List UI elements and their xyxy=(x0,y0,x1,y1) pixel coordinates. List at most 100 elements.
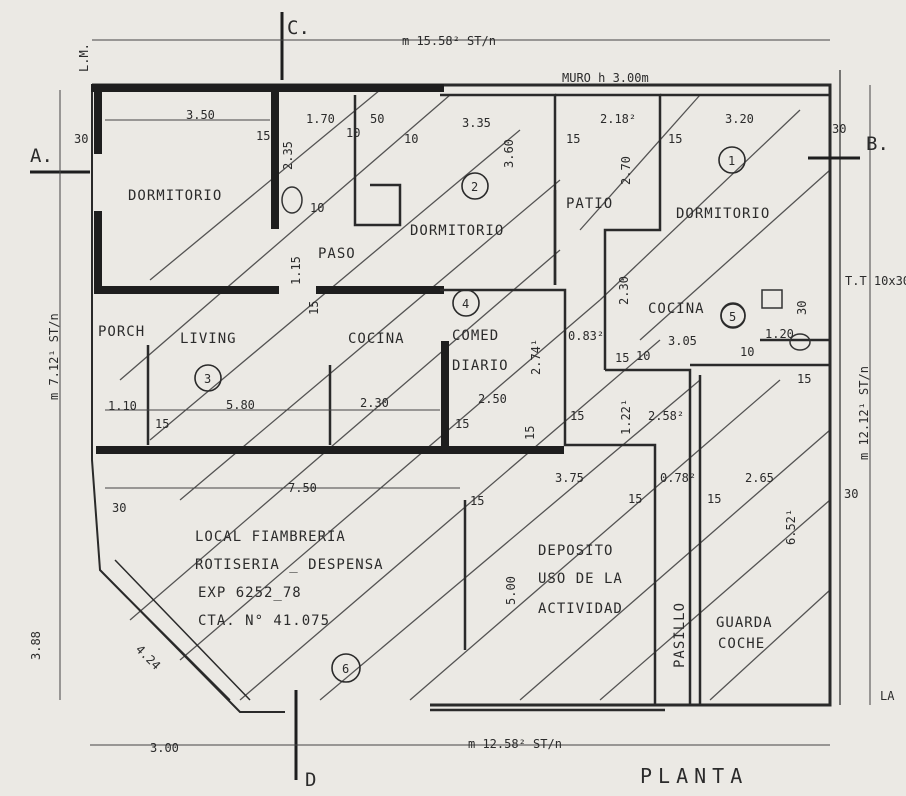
dim-value: 5.00 xyxy=(504,576,518,605)
walls-heavy xyxy=(91,84,564,454)
dim-value: 0.78² xyxy=(660,471,696,485)
dim-value: 50 xyxy=(370,112,384,126)
dimension-lines xyxy=(59,39,871,746)
room-living: LIVING xyxy=(180,331,237,347)
dimension-values: 3.50 1.70 50 3.35 2.18² 3.20 2.35 3.60 2… xyxy=(29,108,858,755)
dim-value: 10 xyxy=(346,126,360,140)
dim-value: 3.88 xyxy=(29,631,43,660)
dim-value: 2.65 xyxy=(745,471,774,485)
dim-value: 6.52¹ xyxy=(784,509,798,545)
local-line-4: CTA. N° 41.075 xyxy=(198,613,330,629)
dim-value: 3.60 xyxy=(502,139,516,168)
frontage-bottom: m 12.58² ST/n xyxy=(468,737,562,751)
dim-value: 3.75 xyxy=(555,471,584,485)
room-deposito: DEPOSITO xyxy=(538,543,613,559)
dim-value: 2.50 xyxy=(478,392,507,406)
cut-label-c: C. xyxy=(287,17,310,39)
side-right: m 12.12¹ ST/n xyxy=(857,366,871,460)
unit-circles xyxy=(194,146,746,683)
dim-value: 15 xyxy=(628,492,642,506)
unit-number-1: 1 xyxy=(728,154,735,168)
room-pasillo: PASILLO xyxy=(672,602,688,668)
dim-value: 7.50 xyxy=(288,481,317,495)
dim-value: 2.70 xyxy=(619,156,633,185)
la-top: L.M. xyxy=(77,43,91,72)
unit-number-3: 3 xyxy=(204,372,211,386)
plan-title: PLANTA xyxy=(640,764,748,788)
dim-value: 15 xyxy=(523,426,537,440)
dim-value: 3.00 xyxy=(150,741,179,755)
dim-value: 10 xyxy=(740,345,754,359)
local-line-1: LOCAL FIAMBRERIA xyxy=(195,529,346,545)
walls-thin xyxy=(146,93,830,712)
dim-value: 30 xyxy=(844,487,858,501)
dim-value: 2.74¹ xyxy=(529,339,543,375)
cut-label-d: D xyxy=(305,769,316,791)
room-uso-de-la: USO DE LA xyxy=(538,571,623,587)
dim-value: 3.50 xyxy=(186,108,215,122)
room-porch: PORCH xyxy=(98,324,145,340)
room-paso: PASO xyxy=(318,246,356,262)
dim-value: 1.10 xyxy=(108,399,137,413)
room-cocina-2: COCINA xyxy=(648,301,705,317)
room-comed: COMED xyxy=(452,328,499,344)
room-dormitorio-1: DORMITORIO xyxy=(128,188,222,204)
dim-value: 2.18² xyxy=(600,112,636,126)
unit-number-5: 5 xyxy=(729,310,736,324)
room-coche: COCHE xyxy=(718,636,765,652)
cut-label-a: A. xyxy=(30,145,53,167)
dim-value: 3.35 xyxy=(462,116,491,130)
hatching xyxy=(119,89,831,701)
dim-value: 10 xyxy=(636,349,650,363)
dim-value: 10 xyxy=(310,201,324,215)
la-bottom: LA xyxy=(880,689,895,703)
side-left: m 7.12¹ ST/n xyxy=(47,313,61,400)
unit-number-4: 4 xyxy=(462,297,469,311)
frontage-top: m 15.58² ST/n xyxy=(402,34,496,48)
lot-outline xyxy=(91,70,841,713)
dim-value: 4.24 xyxy=(133,642,163,672)
room-patio: PATIO xyxy=(566,196,613,212)
dim-value: 15 xyxy=(470,494,484,508)
dim-value: 15 xyxy=(707,492,721,506)
dim-value: 30 xyxy=(74,132,88,146)
dim-value: 30 xyxy=(112,501,126,515)
dim-value: 1.70 xyxy=(306,112,335,126)
tt-note: T.T 10x30 xyxy=(845,274,906,288)
unit-number-6: 6 xyxy=(342,662,349,676)
room-actividad: ACTIVIDAD xyxy=(538,601,623,617)
section-lines xyxy=(30,12,860,780)
room-cocina-1: COCINA xyxy=(348,331,405,347)
dim-value: 15 xyxy=(570,409,584,423)
dim-value: 15 xyxy=(155,417,169,431)
dim-value: 2.35 xyxy=(281,141,295,170)
dim-value: 3.05 xyxy=(668,334,697,348)
dim-value: 3.20 xyxy=(725,112,754,126)
dim-value: 1.20 xyxy=(765,327,794,341)
dim-value: 15 xyxy=(256,129,270,143)
dim-value: 2.30 xyxy=(360,396,389,410)
wall-note: MURO h 3.00m xyxy=(562,71,649,85)
dim-value: 5.80 xyxy=(226,398,255,412)
room-guarda: GUARDA xyxy=(716,615,773,631)
dim-value: 1.22¹ xyxy=(619,399,633,435)
dim-value: 15 xyxy=(307,301,321,315)
dim-value: 10 xyxy=(404,132,418,146)
room-dormitorio-3: DORMITORIO xyxy=(676,206,770,222)
local-line-3: EXP 6252_78 xyxy=(198,585,302,601)
cut-label-b: B. xyxy=(866,133,889,155)
dim-value: 15 xyxy=(668,132,682,146)
dim-value: 0.83² xyxy=(568,329,604,343)
dim-value: 15 xyxy=(615,351,629,365)
dim-value: 2.58² xyxy=(648,409,684,423)
dim-value: 15 xyxy=(455,417,469,431)
dim-value: 30 xyxy=(832,122,846,136)
dim-value: 2.30 xyxy=(617,276,631,305)
dim-value: 15 xyxy=(797,372,811,386)
room-diario: DIARIO xyxy=(452,358,509,374)
unit-number-2: 2 xyxy=(471,180,478,194)
room-dormitorio-2: DORMITORIO xyxy=(410,223,504,239)
dim-value: 1.15 xyxy=(289,256,303,285)
dim-value: 15 xyxy=(566,132,580,146)
